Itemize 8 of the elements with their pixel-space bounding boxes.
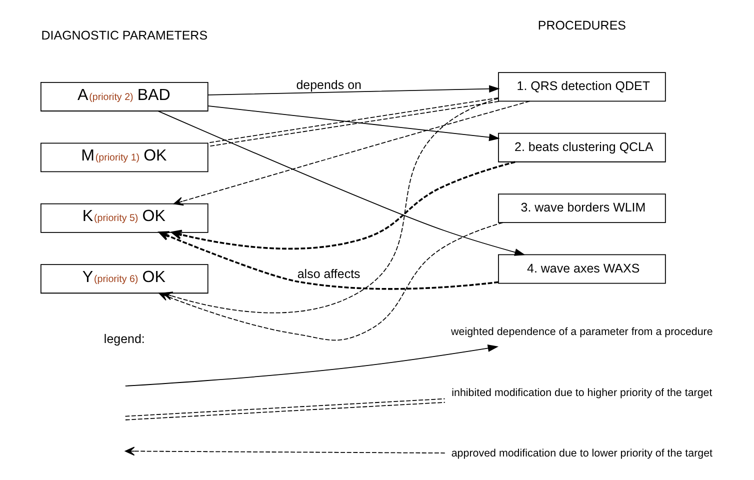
legend-label: inhibited modification due to higher priority of the target (451, 386, 712, 399)
label: legend: (103, 332, 144, 346)
edge-label: also affects (296, 267, 360, 282)
label: PROCEDURES (537, 18, 626, 32)
legend-label: weighted dependence of a parameter from a procedure (450, 326, 712, 338)
legend-label: approved modification due to lower priority of the target (450, 448, 712, 460)
edge-label: depends on (296, 78, 361, 92)
label: DIAGNOSTIC PARAMETERS (40, 28, 208, 42)
